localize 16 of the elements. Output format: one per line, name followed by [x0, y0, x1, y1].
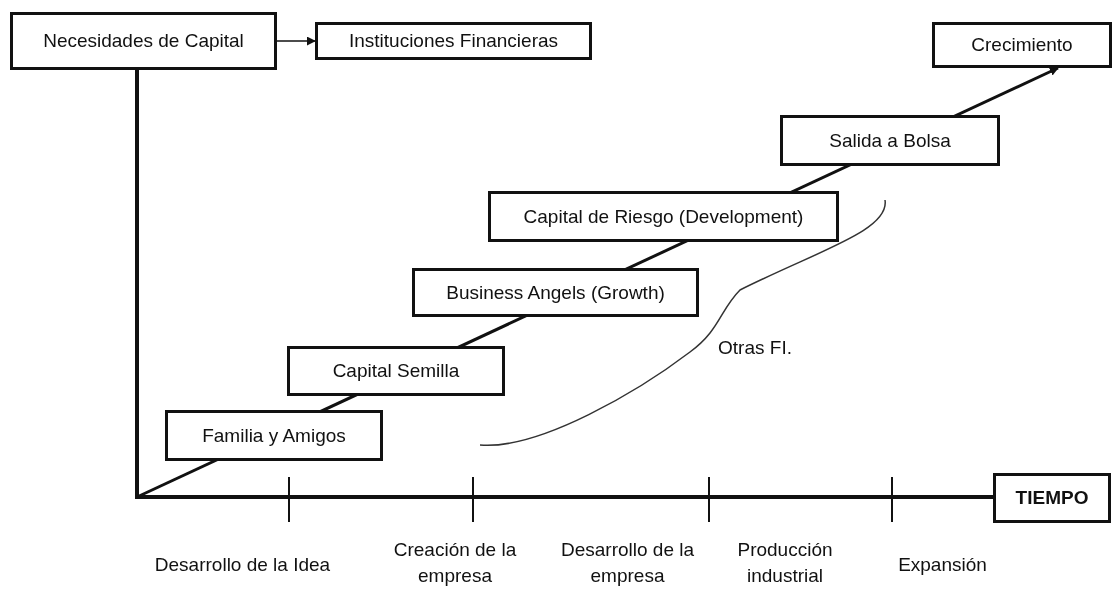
label-box: TIEMPO [993, 473, 1111, 523]
axis-label: Producción industrial [736, 538, 834, 588]
label-box: Capital de Riesgo (Development) [488, 191, 839, 242]
label-box: Instituciones Financieras [315, 22, 592, 60]
label-box: Crecimiento [932, 22, 1112, 68]
label-box: Familia y Amigos [165, 410, 383, 461]
axis-label: Expansión [897, 553, 988, 577]
axis-label: Creación de la empresa [392, 538, 518, 588]
axis-label: Desarrollo de la empresa [559, 538, 696, 588]
label-box: Necesidades de Capital [10, 12, 277, 70]
axis-label: Desarrollo de la Idea [153, 553, 332, 577]
label-box: Capital Semilla [287, 346, 505, 396]
label-box: Salida a Bolsa [780, 115, 1000, 166]
arrow [276, 36, 316, 46]
bracket-label: Otras FI. [717, 336, 793, 360]
label-box: Business Angels (Growth) [412, 268, 699, 317]
